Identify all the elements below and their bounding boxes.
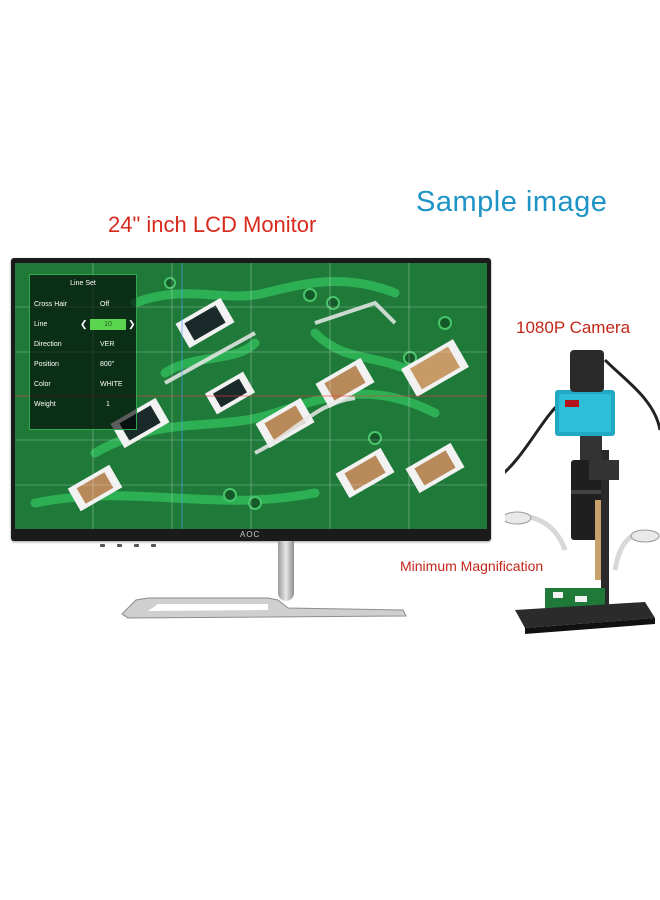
line-set-osd-menu: Line Set Cross Hair Off Line ❮ 10 ❯ Dire… — [29, 274, 137, 430]
monitor-button[interactable] — [100, 544, 105, 547]
osd-row-position[interactable]: Position 800" — [34, 361, 132, 371]
monitor-logo: AOC — [240, 530, 261, 539]
osd-value: 1 — [106, 401, 110, 408]
osd-value: WHITE — [100, 381, 123, 388]
osd-row-color[interactable]: Color WHITE — [34, 381, 132, 391]
osd-title: Line Set — [70, 280, 96, 287]
osd-row-cross-hair[interactable]: Cross Hair Off — [34, 301, 132, 311]
magnification-caption: Minimum Magnification — [400, 558, 544, 574]
chevron-right-icon[interactable]: ❯ — [128, 319, 136, 329]
monitor-caption: 24" inch LCD Monitor — [108, 212, 317, 237]
osd-key: Direction — [34, 341, 62, 348]
osd-value: VER — [100, 341, 115, 348]
osd-row-line[interactable]: Line ❮ 10 ❯ — [34, 319, 136, 331]
osd-key: Color — [34, 381, 51, 388]
chevron-left-icon[interactable]: ❮ — [80, 319, 88, 329]
monitor-stand-base — [121, 597, 407, 619]
osd-key: Position — [34, 361, 59, 368]
osd-value: Off — [100, 301, 110, 308]
monitor-button[interactable] — [117, 544, 122, 547]
monitor-buttons — [100, 534, 168, 552]
microscope-camera-stand — [505, 350, 660, 634]
osd-value: 800" — [100, 361, 115, 368]
camera-caption: 1080P Camera — [516, 318, 631, 337]
monitor-button[interactable] — [151, 544, 156, 547]
sample-image-title: Sample image — [416, 186, 608, 218]
osd-key: Weight — [34, 401, 56, 408]
osd-key: Cross Hair — [34, 301, 68, 308]
monitor-stand-neck — [278, 541, 294, 601]
osd-key: Line — [34, 321, 48, 328]
osd-row-direction[interactable]: Direction VER — [34, 341, 132, 351]
osd-row-weight[interactable]: Weight 1 — [34, 401, 132, 411]
osd-value-selected: 10 — [90, 319, 126, 330]
monitor-button[interactable] — [134, 544, 139, 547]
